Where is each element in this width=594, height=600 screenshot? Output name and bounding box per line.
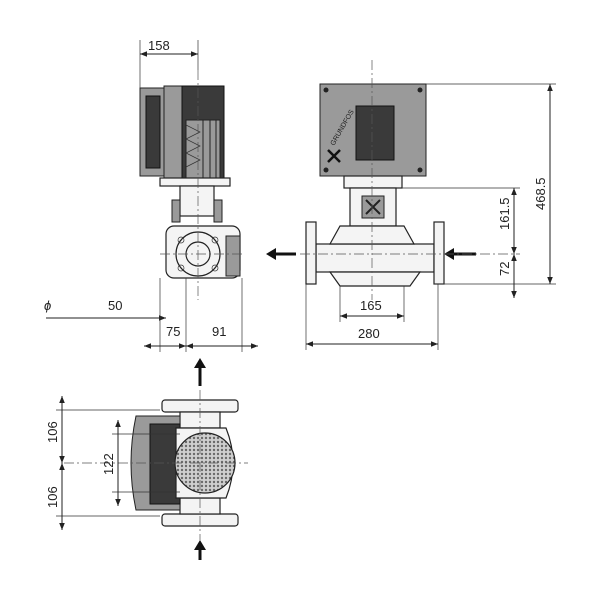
display-panel xyxy=(355,105,395,161)
motor-collar xyxy=(163,85,183,179)
dim-468-5: 468.5 xyxy=(533,177,548,210)
dim-161-5: 161.5 xyxy=(497,197,512,230)
arrow-icon-outlet xyxy=(266,248,296,260)
inlet-flange xyxy=(305,221,317,285)
top-view: 106 106 122 xyxy=(45,358,248,560)
outlet-flange xyxy=(433,221,445,285)
diameter-symbol: ϕ xyxy=(44,298,51,313)
side-view: 158 ϕ 50 75 91 xyxy=(44,38,258,352)
lantern xyxy=(179,185,215,217)
dim-106-upper: 106 xyxy=(45,421,60,443)
motor-base-plate xyxy=(159,177,231,187)
motor-end-cap xyxy=(145,95,161,169)
dim-165: 165 xyxy=(360,298,382,313)
dim-72: 72 xyxy=(497,262,512,276)
front-view: GRUNDFOS 468.5 161.5 xyxy=(266,60,556,350)
dim-122: 122 xyxy=(101,453,116,475)
dim-158: 158 xyxy=(148,38,170,53)
dim-50: 50 xyxy=(108,298,122,313)
pipe-body xyxy=(315,243,435,273)
dim-75: 75 xyxy=(166,324,180,339)
dim-91: 91 xyxy=(212,324,226,339)
dim-280: 280 xyxy=(358,326,380,341)
dim-106-lower: 106 xyxy=(45,486,60,508)
arrow-icon-top xyxy=(194,358,206,386)
arrow-icon-bottom xyxy=(194,540,206,560)
